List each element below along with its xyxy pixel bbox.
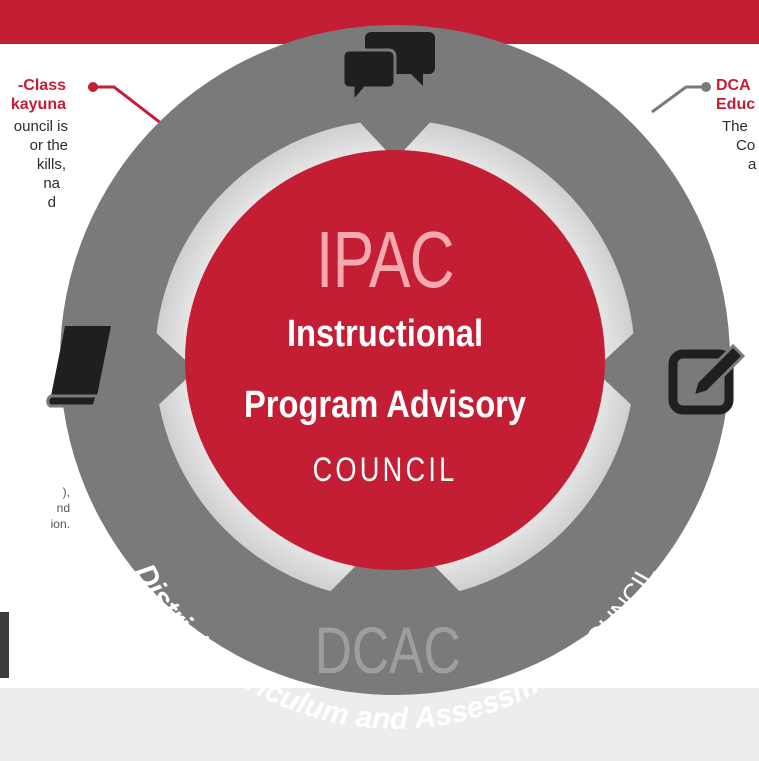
right-callout-heading-2: Educ	[716, 96, 756, 113]
center-title-line-2: Program Advisory	[243, 384, 527, 426]
center-subtitle: COUNCIL	[312, 451, 458, 489]
right-callout-heading-1: DCA	[716, 77, 751, 94]
right-callout-line-2: Co	[736, 137, 756, 154]
right-callout-line-1: The	[722, 118, 748, 135]
right-callout-line-3: a	[748, 156, 757, 173]
edit-icon	[668, 343, 746, 415]
right-connector	[651, 82, 711, 114]
dcac-acronym: DCAC	[314, 613, 461, 687]
top-notch	[355, 117, 435, 160]
left-callout-heading-1: -Class	[17, 77, 66, 94]
ipac-acronym: IPAC	[316, 215, 455, 304]
left-callout-line-3: kills,	[36, 156, 66, 173]
center-circle	[185, 150, 605, 570]
left-callout-line-5: d	[47, 194, 56, 211]
left-callout-line-4: na	[43, 175, 60, 192]
left-edge-bar	[0, 612, 9, 678]
chat-bubbles-icon	[343, 32, 435, 105]
bottom-panel	[0, 688, 759, 761]
left-callout-line-1: ouncil is	[13, 118, 68, 135]
left-footer-line-1: ),	[62, 485, 70, 499]
right-notch	[594, 330, 637, 410]
left-callout-line-2: or the	[29, 137, 68, 154]
left-footer-line-2: nd	[56, 501, 70, 515]
center-title-line-1: Instructional	[286, 313, 484, 355]
left-footer-line-3: ion.	[50, 517, 70, 531]
left-notch	[153, 330, 196, 410]
left-callout-heading-2: kayuna	[10, 96, 66, 113]
book-icon	[46, 326, 111, 408]
